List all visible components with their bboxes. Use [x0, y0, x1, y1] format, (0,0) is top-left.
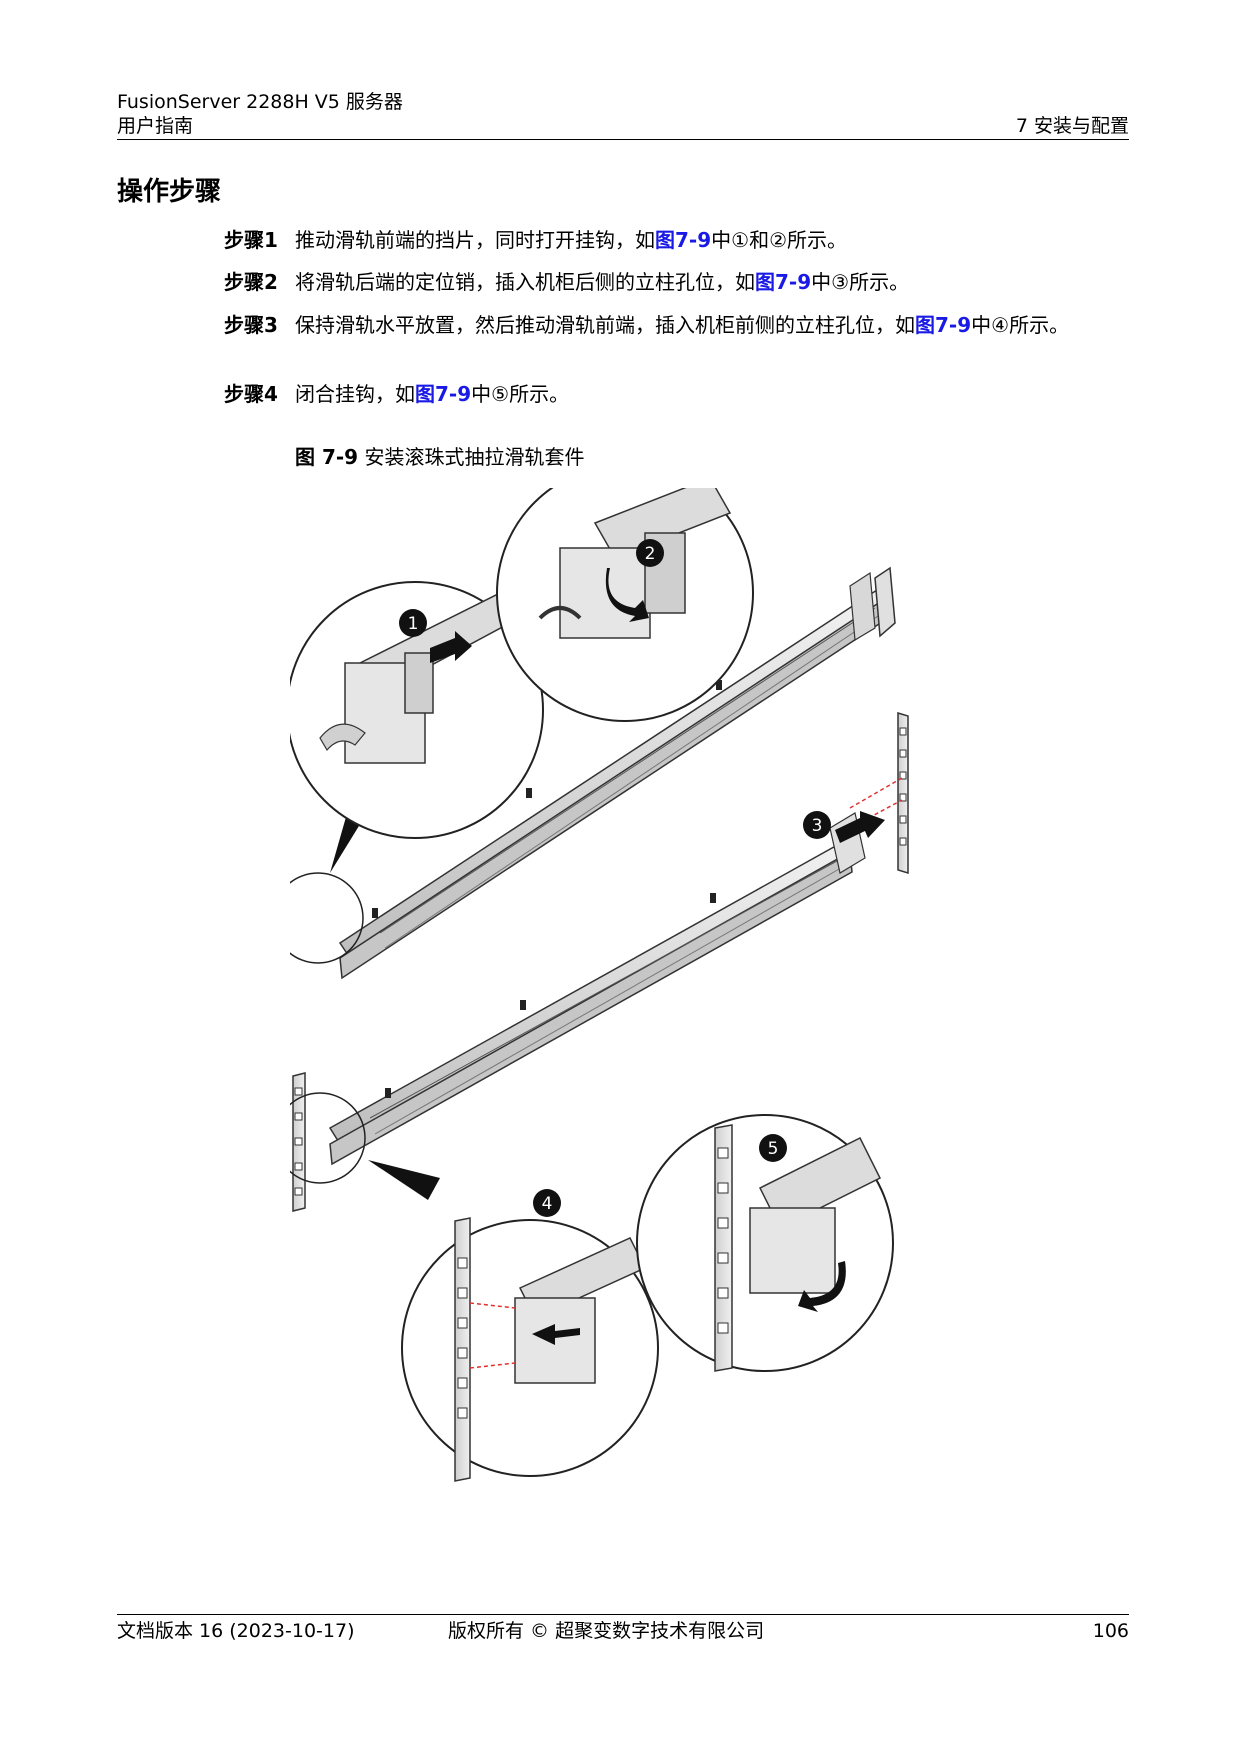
footer-page-number: 106: [1092, 1620, 1129, 1642]
zoom-detail-5: [636, 1114, 894, 1372]
footer-version: 文档版本 16 (2023-10-17): [117, 1620, 355, 1642]
upper-rail: [338, 566, 896, 980]
footer-copyright: 版权所有 © 超聚变数字技术有限公司: [448, 1620, 765, 1642]
lower-rail: [328, 812, 866, 1166]
zoom-pointer: [368, 1160, 440, 1200]
figure-link[interactable]: 图7-9: [915, 313, 972, 337]
figure-number: 图 7-9: [295, 445, 359, 469]
header-chapter: 7 安装与配置: [1015, 115, 1129, 137]
step-2: 步骤2 将滑轨后端的定位销，插入机柜后侧的立柱孔位，如图7-9中③所示。: [224, 269, 1124, 296]
callout-3: 3: [803, 811, 831, 839]
header-product: FusionServer 2288H V5 服务器: [117, 91, 403, 113]
figure-link[interactable]: 图7-9: [755, 270, 812, 294]
step-4: 步骤4 闭合挂钩，如图7-9中⑤所示。: [224, 381, 1124, 408]
step-text: 保持滑轨水平放置，然后推动滑轨前端，插入机柜前侧的立柱孔位，如图7-9中④所示。: [295, 313, 1070, 337]
step-1: 步骤1 推动滑轨前端的挡片，同时打开挂钩，如图7-9中①和②所示。: [224, 227, 1124, 254]
insert-arrow-icon: [835, 811, 885, 843]
figure-link[interactable]: 图7-9: [415, 382, 472, 406]
header-doc-type: 用户指南: [117, 115, 194, 137]
front-end-detail-circle: [290, 872, 364, 964]
figure-link[interactable]: 图7-9: [655, 228, 712, 252]
step-label: 步骤2: [224, 270, 278, 294]
rear-rack-post: [849, 711, 909, 875]
rear-end-detail-circle: [290, 1092, 366, 1184]
step-3: 步骤3 保持滑轨水平放置，然后推动滑轨前端，插入机柜前侧的立柱孔位，如图7-9中…: [224, 312, 1124, 339]
step-text: 将滑轨后端的定位销，插入机柜后侧的立柱孔位，如图7-9中③所示。: [295, 270, 910, 294]
footer-divider: [117, 1614, 1129, 1615]
step-label: 步骤3: [224, 313, 278, 337]
svg-text:1: 1: [408, 614, 419, 634]
zoom-detail-4: [401, 1217, 659, 1482]
svg-text:3: 3: [812, 816, 823, 836]
figure-title: 安装滚珠式抽拉滑轨套件: [364, 445, 585, 469]
figure-caption: 图 7-9 安装滚珠式抽拉滑轨套件: [295, 444, 584, 471]
header-divider: [117, 139, 1129, 140]
front-rack-post: [292, 1072, 306, 1212]
callout-2: 2: [636, 539, 664, 567]
step-label: 步骤1: [224, 228, 278, 252]
callout-1: 1: [399, 609, 427, 637]
callout-5: 5: [759, 1134, 787, 1162]
callout-4: 4: [533, 1189, 561, 1217]
section-title: 操作步骤: [117, 177, 222, 207]
zoom-detail-2: [496, 488, 754, 722]
step-text: 推动滑轨前端的挡片，同时打开挂钩，如图7-9中①和②所示。: [295, 228, 847, 252]
svg-text:2: 2: [645, 544, 656, 564]
zoom-detail-1: [290, 581, 544, 839]
svg-text:5: 5: [768, 1139, 779, 1159]
step-label: 步骤4: [224, 382, 278, 406]
rail-installation-illustration: 1 2 3 4 5: [290, 488, 909, 1482]
step-text: 闭合挂钩，如图7-9中⑤所示。: [295, 382, 570, 406]
svg-text:4: 4: [542, 1194, 553, 1214]
